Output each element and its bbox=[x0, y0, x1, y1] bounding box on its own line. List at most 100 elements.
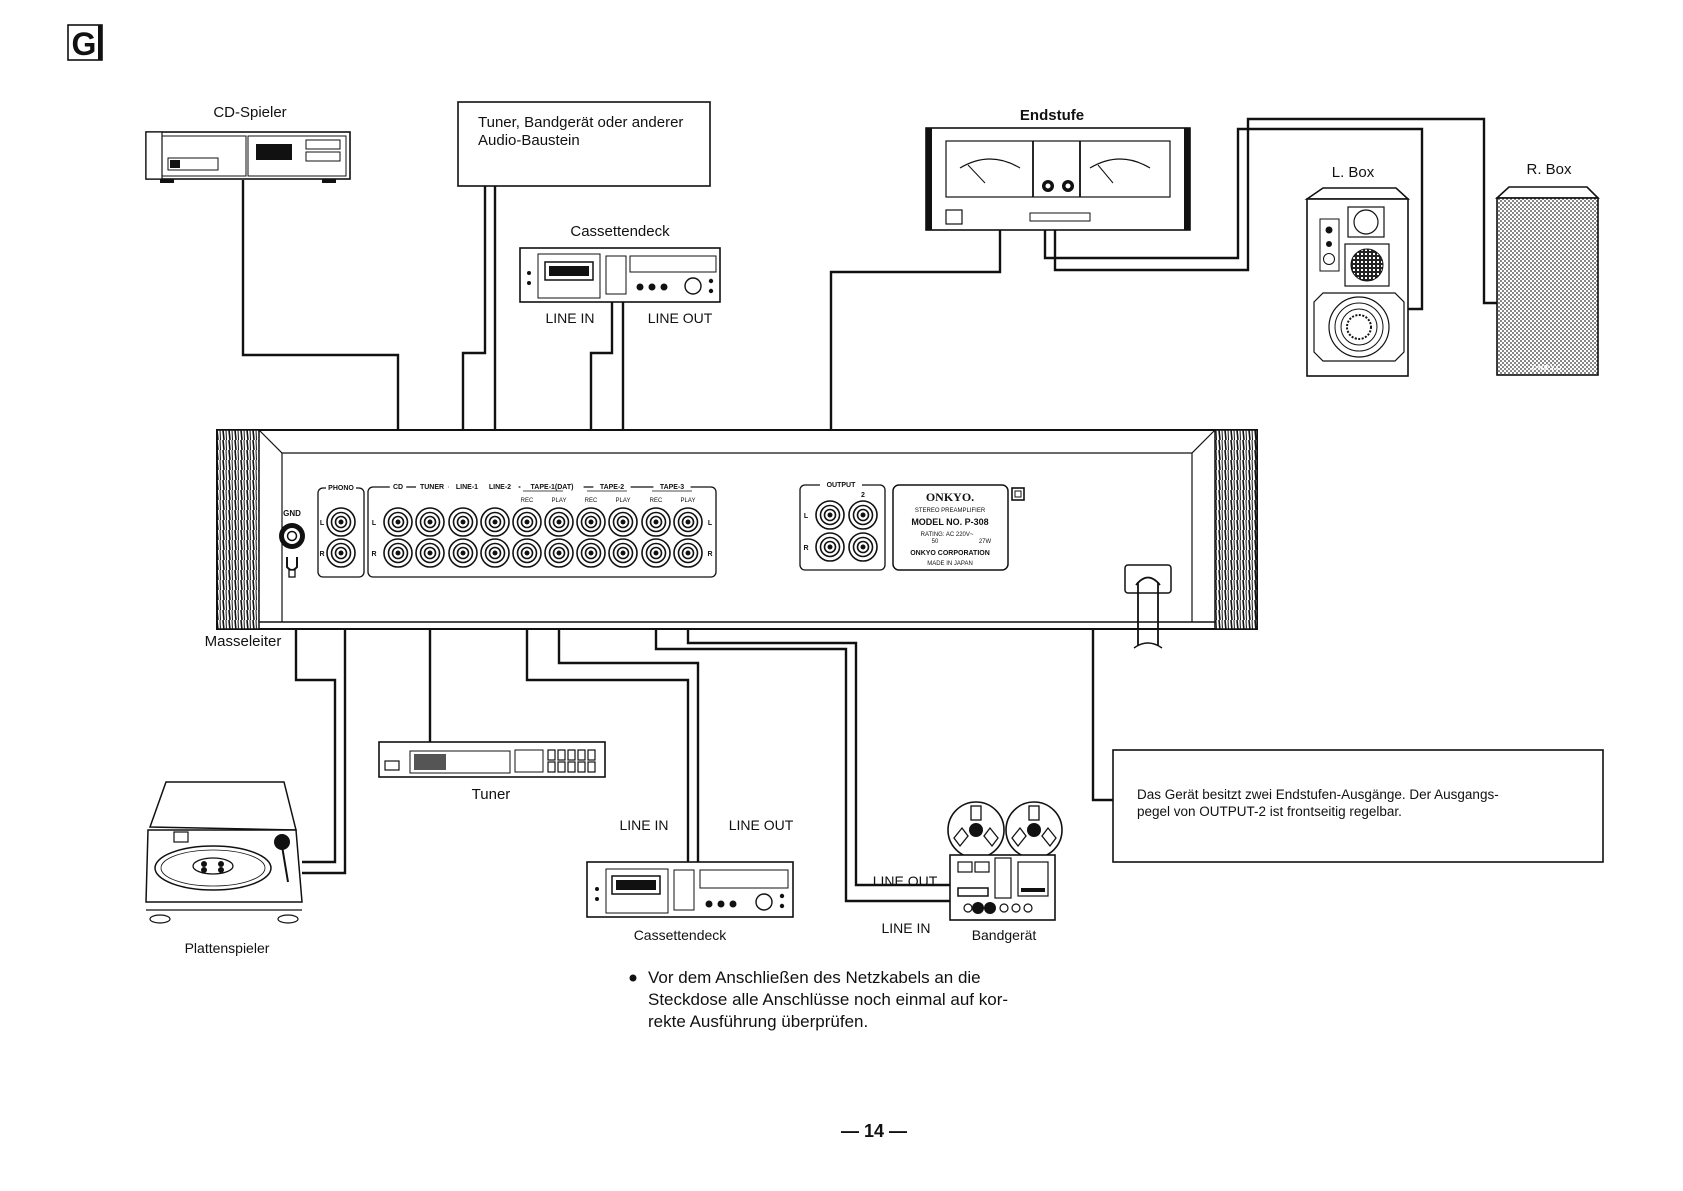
jack-tape3-rec-l[interactable] bbox=[641, 507, 671, 537]
page-number: — 14 — bbox=[841, 1121, 907, 1141]
jack-tape1-rec-l[interactable] bbox=[512, 507, 542, 537]
jack-tape1-rec-r[interactable] bbox=[512, 538, 542, 568]
safety-note-line3: rekte Ausführung überprüfen. bbox=[648, 1012, 868, 1031]
tape-reel-icon bbox=[947, 801, 1005, 859]
svg-text:G: G bbox=[72, 26, 97, 62]
gnd-label: GND bbox=[283, 509, 301, 518]
phono-label: PHONO bbox=[328, 485, 354, 492]
cassette-bottom-line-out-label: LINE OUT bbox=[729, 817, 794, 833]
jack-output1-l[interactable] bbox=[815, 500, 845, 530]
jack-tape3-play-r[interactable] bbox=[673, 538, 703, 568]
jack-tuner-l[interactable] bbox=[415, 507, 445, 537]
jack-tape1-play-r[interactable] bbox=[544, 538, 574, 568]
jack-line2-r[interactable] bbox=[480, 538, 510, 568]
inputs-ch-r-right: R bbox=[707, 551, 712, 558]
cd-player[interactable]: CD-Spieler bbox=[145, 104, 351, 183]
jack-output1-r[interactable] bbox=[815, 532, 845, 562]
aux-component-box: Tuner, Bandgerät oder anderer Audio-Baus… bbox=[457, 101, 711, 187]
inputs-ch-l: L bbox=[372, 520, 377, 527]
section-marker: G bbox=[67, 24, 103, 62]
tuner-label: Tuner bbox=[472, 786, 511, 803]
reel-to-reel-deck[interactable]: LINE OUT LINE IN Bandgerät bbox=[873, 801, 1063, 943]
output-label: OUTPUT bbox=[827, 482, 857, 489]
plate-type: STEREO PREAMPLIFIER bbox=[915, 508, 986, 514]
jack-phono-l[interactable] bbox=[326, 507, 356, 537]
jack-tuner-r[interactable] bbox=[415, 538, 445, 568]
jack-tape2-rec-l[interactable] bbox=[576, 507, 606, 537]
cassette-top-label: Cassettendeck bbox=[570, 223, 670, 240]
plate-power: 27W bbox=[979, 539, 992, 545]
jack-output2-l[interactable] bbox=[848, 500, 878, 530]
cassette-top-line-in-label: LINE IN bbox=[545, 310, 594, 326]
power-amp-label: Endstufe bbox=[1020, 107, 1084, 124]
output-note-box: Das Gerät besitzt zwei Endstufen-Ausgäng… bbox=[1112, 749, 1604, 863]
aux-box-line2: Audio-Baustein bbox=[478, 132, 580, 149]
cd-player-label: CD-Spieler bbox=[213, 104, 286, 121]
cassette-deck-bottom[interactable]: LINE IN LINE OUT Cassettendeck bbox=[586, 817, 794, 943]
jack-tape1-play-l[interactable] bbox=[544, 507, 574, 537]
gnd-terminal[interactable] bbox=[279, 523, 305, 549]
cassette-top-line-out-label: LINE OUT bbox=[648, 310, 713, 326]
jack-cd-r[interactable] bbox=[383, 538, 413, 568]
note-line1: Das Gerät besitzt zwei Endstufen-Ausgäng… bbox=[1137, 787, 1499, 802]
right-speaker[interactable]: R. Box ONKYO bbox=[1494, 161, 1600, 376]
input-label-line2: LINE-2 bbox=[489, 484, 511, 491]
inputs-ch-r: R bbox=[371, 551, 376, 558]
cable-right-speaker bbox=[1053, 117, 1497, 305]
power-cord bbox=[1124, 564, 1172, 649]
turntable[interactable]: Plattenspieler bbox=[145, 781, 303, 956]
jack-tape3-rec-r[interactable] bbox=[641, 538, 671, 568]
cable-phono bbox=[302, 540, 347, 875]
jack-tape3-play-l[interactable] bbox=[673, 507, 703, 537]
ground-wire-label: Masseleiter bbox=[205, 633, 282, 650]
input-label-tape3: TAPE-3 bbox=[660, 484, 684, 491]
plate-rating: RATING: AC 220V~ bbox=[921, 532, 974, 538]
note-line2: pegel von OUTPUT-2 ist frontseitig regel… bbox=[1137, 804, 1402, 819]
safety-note-line2: Steckdose alle Anschlüsse noch einmal au… bbox=[648, 990, 1008, 1009]
bullet-icon bbox=[629, 974, 637, 982]
jack-line2-l[interactable] bbox=[480, 507, 510, 537]
label-play: PLAY bbox=[552, 498, 567, 504]
inputs-ch-l-right: L bbox=[708, 520, 713, 527]
left-speaker-label: L. Box bbox=[1332, 164, 1375, 181]
left-speaker[interactable]: L. Box bbox=[1304, 164, 1411, 377]
safety-note-line1: Vor dem Anschließen des Netzkabels an di… bbox=[648, 968, 981, 987]
label-rec: REC bbox=[650, 498, 663, 504]
plate-brand: ONKYO. bbox=[926, 490, 974, 504]
tape-reel-icon bbox=[1005, 801, 1063, 859]
jack-phono-r[interactable] bbox=[326, 538, 356, 568]
label-play: PLAY bbox=[681, 498, 696, 504]
cable-left-speaker bbox=[1043, 127, 1424, 311]
cassette-deck-top[interactable]: Cassettendeck LINE IN LINE OUT bbox=[519, 223, 721, 326]
turntable-label: Plattenspieler bbox=[185, 940, 270, 956]
tuner[interactable]: Tuner bbox=[378, 741, 606, 803]
power-amplifier[interactable]: Endstufe bbox=[925, 107, 1191, 231]
jack-cd-l[interactable] bbox=[383, 507, 413, 537]
jack-output2-r[interactable] bbox=[848, 532, 878, 562]
label-plate: ONKYO. STEREO PREAMPLIFIER MODEL NO. P-3… bbox=[892, 484, 1009, 571]
input-label-cd: CD bbox=[393, 484, 403, 491]
plate-corp: ONKYO CORPORATION bbox=[910, 550, 990, 557]
input-label-tape2: TAPE-2 bbox=[600, 484, 624, 491]
reel-line-out-label: LINE OUT bbox=[873, 873, 938, 889]
jack-tape2-play-l[interactable] bbox=[608, 507, 638, 537]
label-rec: REC bbox=[521, 498, 534, 504]
output-ch-l: L bbox=[804, 513, 809, 520]
jack-line1-l[interactable] bbox=[448, 507, 478, 537]
output2-label: 2 bbox=[861, 492, 865, 499]
jack-line1-r[interactable] bbox=[448, 538, 478, 568]
cable-endstufe bbox=[829, 230, 1002, 547]
phono-ch-r: R bbox=[319, 551, 324, 558]
right-speaker-label: R. Box bbox=[1526, 161, 1572, 178]
input-label-tape1dat: TAPE-1(DAT) bbox=[531, 484, 574, 491]
cassette-bottom-line-in-label: LINE IN bbox=[619, 817, 668, 833]
cassette-bottom-label: Cassettendeck bbox=[634, 927, 728, 943]
jack-tape2-play-r[interactable] bbox=[608, 538, 638, 568]
speaker-brand-logo: ONKYO bbox=[1532, 365, 1563, 372]
reel-line-in-label: LINE IN bbox=[881, 920, 930, 936]
jack-tape2-rec-r[interactable] bbox=[576, 538, 606, 568]
